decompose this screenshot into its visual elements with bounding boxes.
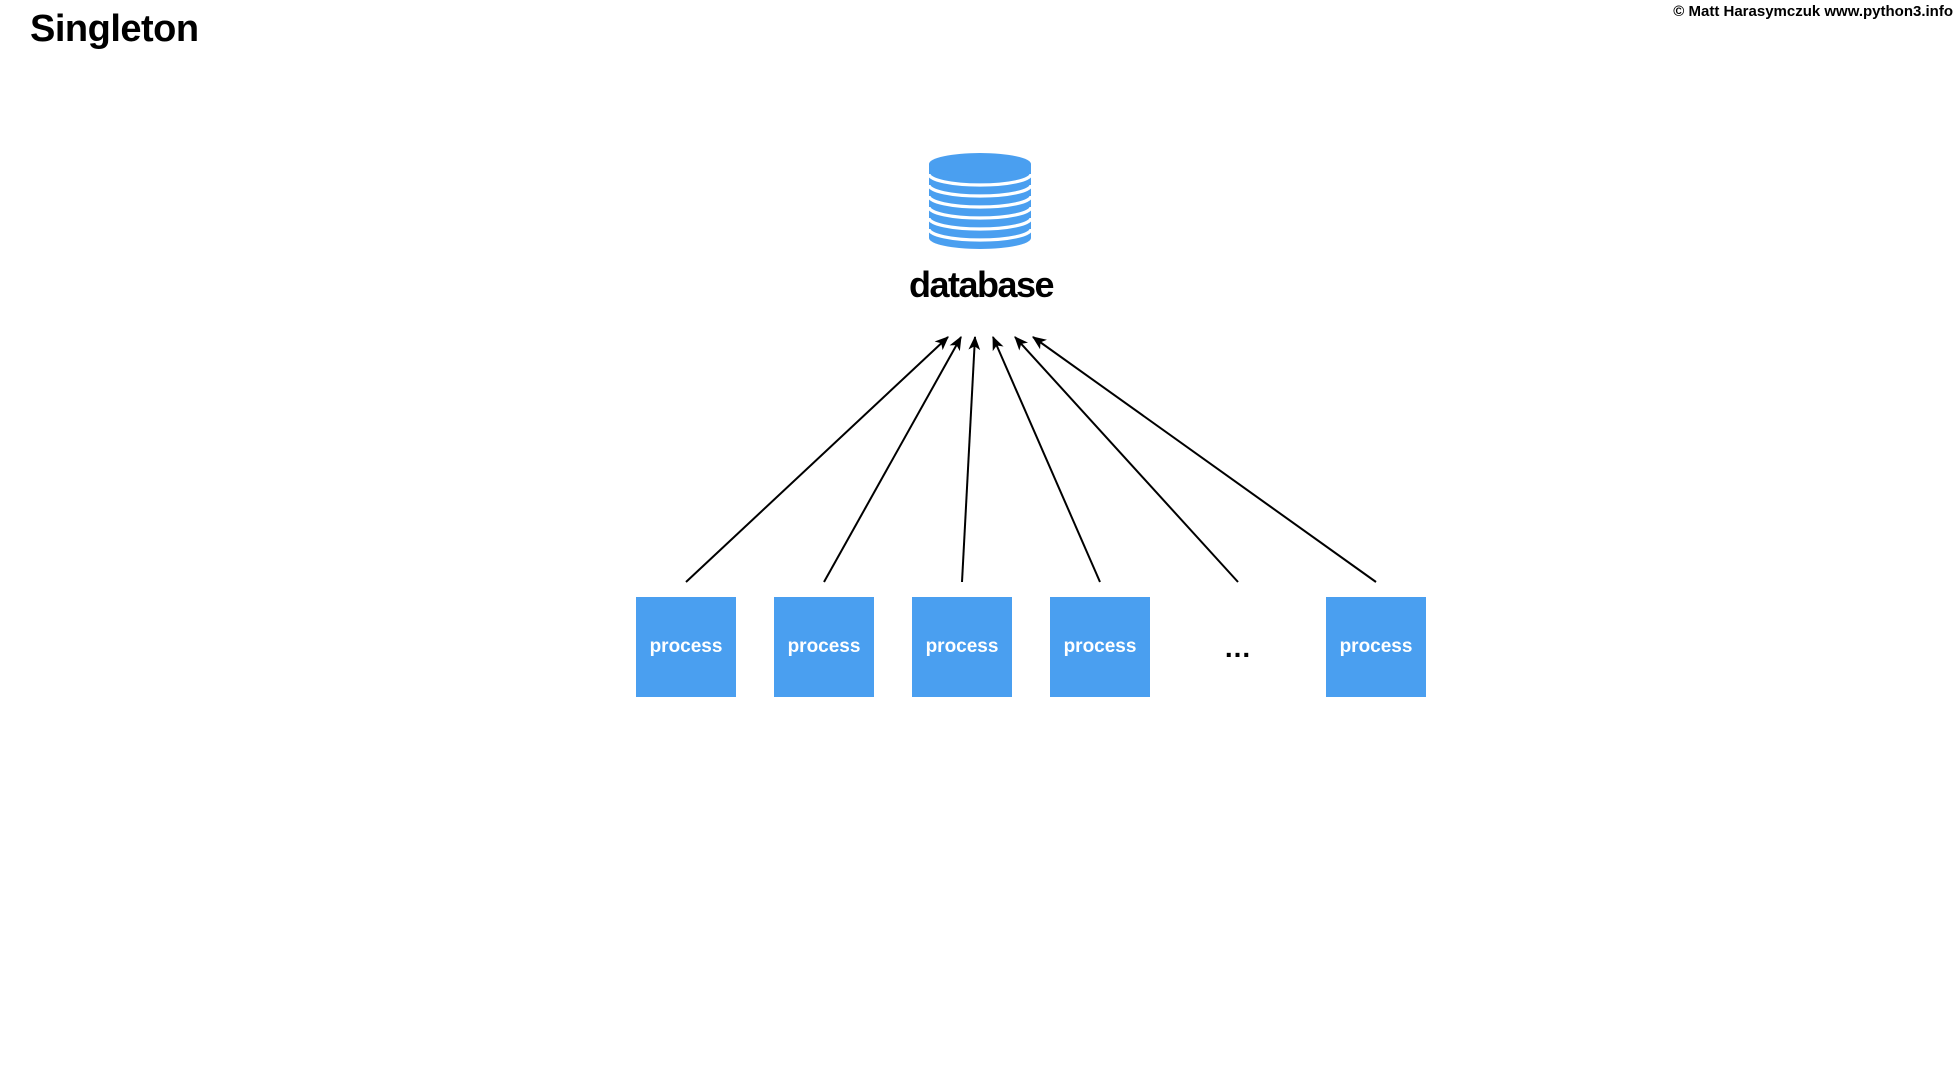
database-cylinder-stripes [929,173,1031,242]
copyright-text: © Matt Harasymczuk www.python3.info [1673,3,1953,20]
process-label: process [787,636,861,657]
process-node-p5: process [1326,597,1426,697]
page-title: Singleton [30,8,199,50]
process-label: process [1339,636,1413,657]
arrow-p4-to-database [992,335,1101,583]
database-cylinder-icon [929,153,1031,249]
arrow-p2-to-database [823,336,962,583]
process-node-p2: process [774,597,874,697]
process-label: process [925,636,999,657]
ellipsis-label: ... [1224,632,1252,663]
process-node-p1: process [636,597,736,697]
process-node-p4: process [1050,597,1150,697]
process-label: process [649,636,723,657]
process-label: process [1063,636,1137,657]
arrow-more-to-database [1014,336,1239,583]
process-node-p3: process [912,597,1012,697]
arrow-p5-to-database [1032,336,1377,583]
arrow-p1-to-database [685,336,949,583]
database-cylinder-top [929,153,1031,175]
ellipsis-node: ... [1188,597,1288,697]
arrow-p3-to-database [961,335,981,583]
database-label: database [908,264,1055,305]
